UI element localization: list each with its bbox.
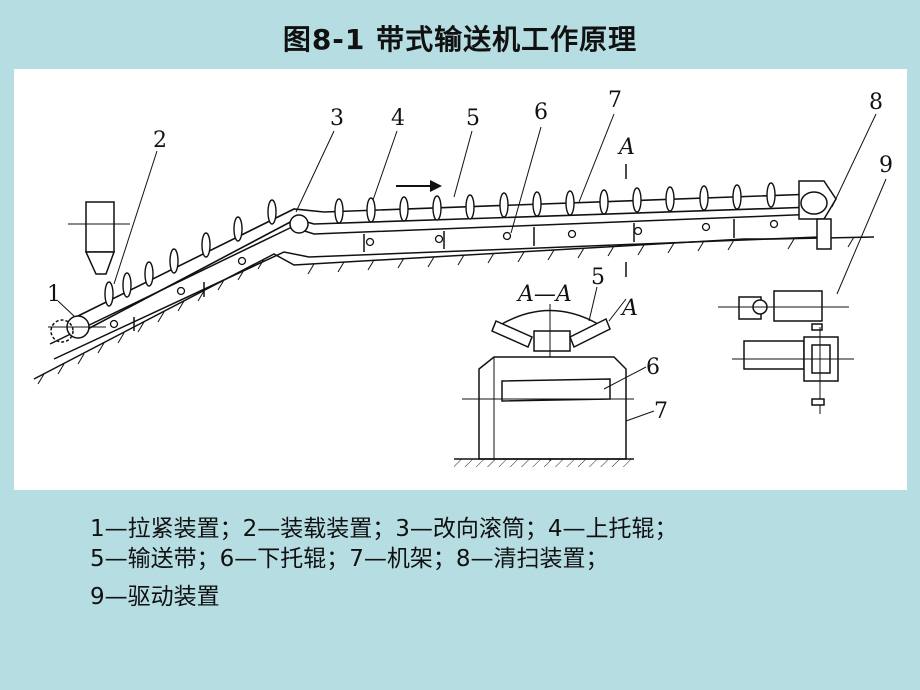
label-1: 1 — [47, 282, 61, 307]
label-4: 4 — [391, 106, 405, 131]
arrow-right-icon — [396, 180, 442, 192]
label-8: 8 — [869, 90, 883, 115]
upper-idlers — [104, 182, 776, 307]
leader-lines — [57, 113, 887, 317]
page-title: 图8-1 带式输送机工作原理 — [282, 23, 638, 56]
section-label-6: 6 — [646, 355, 660, 380]
bend-pulley — [289, 214, 309, 234]
section-mark-label: A — [617, 135, 635, 160]
label-6: 6 — [534, 100, 548, 125]
section-title: A—A — [516, 282, 572, 307]
section-leaders — [588, 286, 655, 422]
cross-section-view — [454, 304, 634, 467]
cleaning-device — [798, 180, 837, 250]
conveyor-belt — [75, 193, 815, 332]
label-5: 5 — [466, 106, 480, 131]
label-9: 9 — [879, 153, 893, 178]
legend: 1—拉紧装置；2—装载装置；3—改向滚筒；4—上托辊； 5—输送带；6—下托辊；… — [90, 514, 890, 612]
section-label-5: 5 — [591, 265, 605, 290]
label-3: 3 — [330, 106, 344, 131]
legend-line-2: 5—输送带；6—下托辊；7—机架；8—清扫装置； — [90, 546, 609, 572]
label-2: 2 — [153, 128, 167, 153]
drive-device — [718, 290, 854, 414]
label-7: 7 — [608, 88, 622, 113]
lower-idlers — [109, 219, 779, 329]
conveyor-diagram: A 1 2 3 4 5 6 7 8 9 — [14, 69, 907, 490]
conveyor-frame — [49, 213, 820, 360]
diagram-svg: A 1 2 3 4 5 6 7 8 9 — [33, 88, 893, 467]
tensioning-device — [48, 315, 106, 343]
legend-line-3: 9—驱动装置 — [90, 584, 220, 610]
section-label-7: 7 — [654, 399, 668, 424]
loading-device — [68, 201, 130, 275]
section-label-a: A — [620, 296, 638, 321]
legend-line-1: 1—拉紧装置；2—装载装置；3—改向滚筒；4—上托辊； — [90, 516, 678, 542]
